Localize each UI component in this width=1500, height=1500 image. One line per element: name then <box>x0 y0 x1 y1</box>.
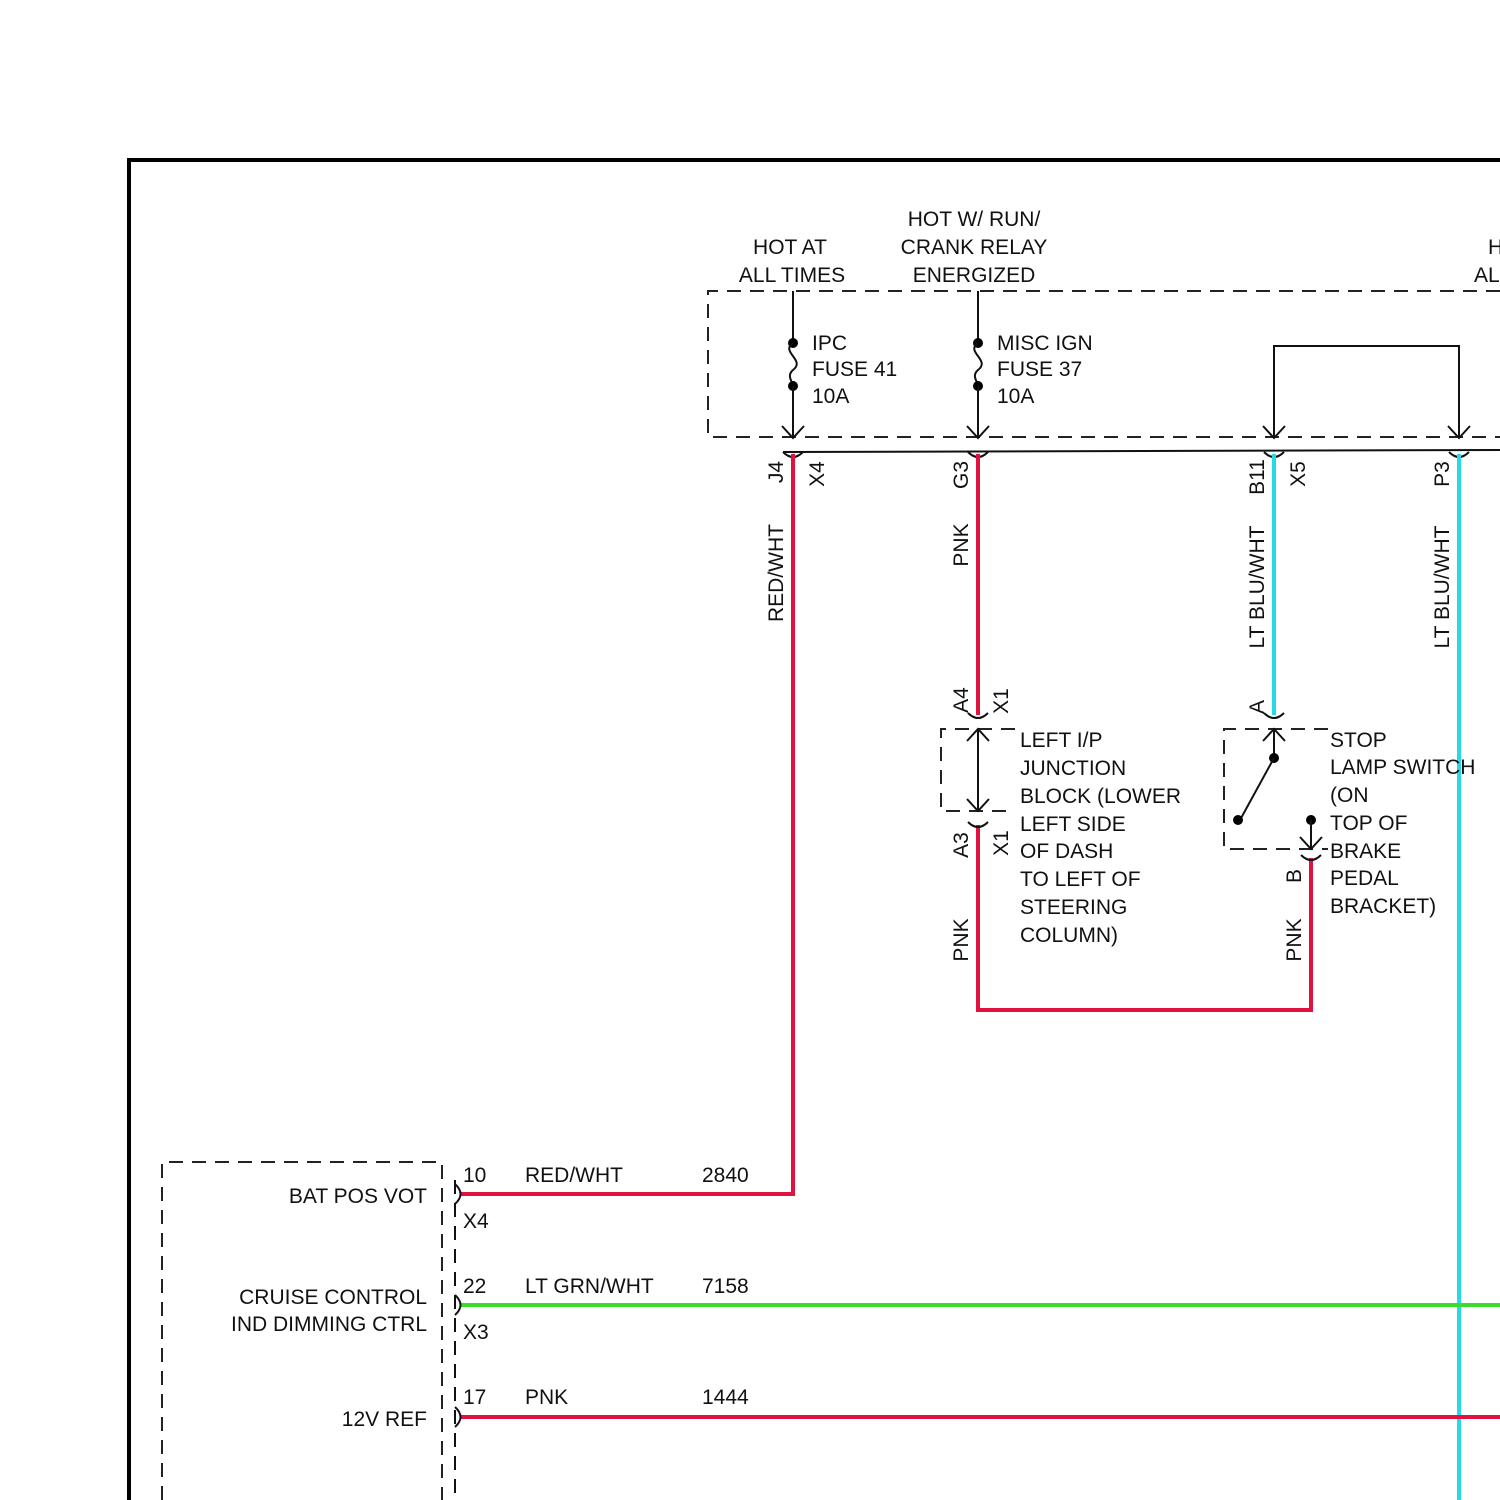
label-hot-w-run-1: HOT W/ RUN/ <box>908 208 1041 231</box>
stop-lamp-switch-label: STOP LAMP SWITCH (ON TOP OF BRAKE PEDAL … <box>1330 729 1475 918</box>
label-hot-at-all-times-1: HOT AT <box>753 236 827 259</box>
stop-lamp-switch <box>1224 713 1328 860</box>
ipc-fuse-label-1: IPC <box>812 332 847 355</box>
wire-color-pnk-row: PNK <box>525 1386 568 1409</box>
svg-text:LAMP SWITCH: LAMP SWITCH <box>1330 756 1475 779</box>
pin-connector-x3: X3 <box>463 1321 489 1344</box>
wire-red-wht-2840 <box>462 456 793 1194</box>
pin-number-22: 22 <box>463 1275 486 1298</box>
wire-color-red-wht-row: RED/WHT <box>525 1164 623 1187</box>
internal-bus-loop <box>1263 346 1470 438</box>
svg-text:STEERING: STEERING <box>1020 896 1127 919</box>
pin-number-10: 10 <box>463 1164 486 1187</box>
ipc-fuse-41 <box>782 291 804 438</box>
connector-switch-b: B <box>1283 869 1306 883</box>
svg-text:PEDAL: PEDAL <box>1330 867 1399 890</box>
misc-ign-fuse-37 <box>967 291 989 438</box>
wire-label-red-wht: RED/WHT <box>765 524 788 622</box>
label-hot-w-run-3: ENERGIZED <box>913 264 1036 287</box>
svg-text:COLUMN): COLUMN) <box>1020 924 1118 947</box>
connector-x5: X5 <box>1287 461 1310 487</box>
module-pin-label-bat-pos-vot: BAT POS VOT <box>289 1185 427 1208</box>
circuit-2840: 2840 <box>702 1164 749 1187</box>
wire-label-lt-blu-p3: LT BLU/WHT <box>1431 525 1454 648</box>
pin-connector-x4: X4 <box>463 1210 489 1233</box>
wire-label-pnk-b: PNK <box>1283 918 1306 961</box>
ipc-fuse-label-3: 10A <box>812 385 849 408</box>
label-right-cut-2: AL <box>1474 264 1500 287</box>
fuse-block-connector-strip <box>783 450 1500 457</box>
wire-label-pnk-a3: PNK <box>950 918 973 961</box>
connector-g3: G3 <box>950 461 973 489</box>
svg-text:BRAKE: BRAKE <box>1330 840 1401 863</box>
svg-text:OF DASH: OF DASH <box>1020 840 1113 863</box>
label-hot-w-run-2: CRANK RELAY <box>901 236 1048 259</box>
module-pin-label-cruise-2: IND DIMMING CTRL <box>231 1313 427 1336</box>
misc-ign-fuse-label-3: 10A <box>997 385 1034 408</box>
connector-p3: P3 <box>1431 461 1454 487</box>
svg-text:JUNCTION: JUNCTION <box>1020 757 1126 780</box>
svg-text:LEFT SIDE: LEFT SIDE <box>1020 813 1126 836</box>
wire-color-lt-grn-wht-row: LT GRN/WHT <box>525 1275 654 1298</box>
circuit-7158: 7158 <box>702 1275 749 1298</box>
label-hot-at-all-times-2: ALL TIMES <box>739 264 845 287</box>
module-pin-label-cruise-1: CRUISE CONTROL <box>239 1286 427 1309</box>
svg-text:BRACKET): BRACKET) <box>1330 895 1436 918</box>
misc-ign-fuse-label-1: MISC IGN <box>997 332 1093 355</box>
misc-ign-fuse-label-2: FUSE 37 <box>997 358 1082 381</box>
ipc-fuse-label-2: FUSE 41 <box>812 358 897 381</box>
connector-b11: B11 <box>1246 459 1269 495</box>
connector-j4: J4 <box>765 461 788 484</box>
connector-switch-a: A <box>1246 700 1269 714</box>
svg-text:LEFT I/P: LEFT I/P <box>1020 729 1102 752</box>
connector-x1-lower: X1 <box>990 830 1013 856</box>
connector-a4: A4 <box>950 687 973 713</box>
junction-block-label: LEFT I/P JUNCTION BLOCK (LOWER LEFT SIDE… <box>1020 729 1181 947</box>
connector-a3: A3 <box>950 832 973 858</box>
connector-x4-top: X4 <box>806 461 829 487</box>
svg-text:(ON: (ON <box>1330 784 1369 807</box>
svg-text:TOP OF: TOP OF <box>1330 812 1407 835</box>
wire-label-pnk-g3: PNK <box>950 523 973 566</box>
connector-x1-upper: X1 <box>990 688 1013 714</box>
svg-text:STOP: STOP <box>1330 729 1387 752</box>
label-right-cut-1: H <box>1488 236 1500 259</box>
svg-text:TO LEFT OF: TO LEFT OF <box>1020 868 1141 891</box>
circuit-1444: 1444 <box>702 1386 749 1409</box>
pin-number-17: 17 <box>463 1386 486 1409</box>
left-ip-junction-block <box>941 713 1015 827</box>
module-pin-label-12v-ref: 12V REF <box>342 1408 427 1431</box>
svg-text:BLOCK (LOWER: BLOCK (LOWER <box>1020 785 1181 808</box>
wire-label-lt-blu-b11: LT BLU/WHT <box>1246 525 1269 648</box>
